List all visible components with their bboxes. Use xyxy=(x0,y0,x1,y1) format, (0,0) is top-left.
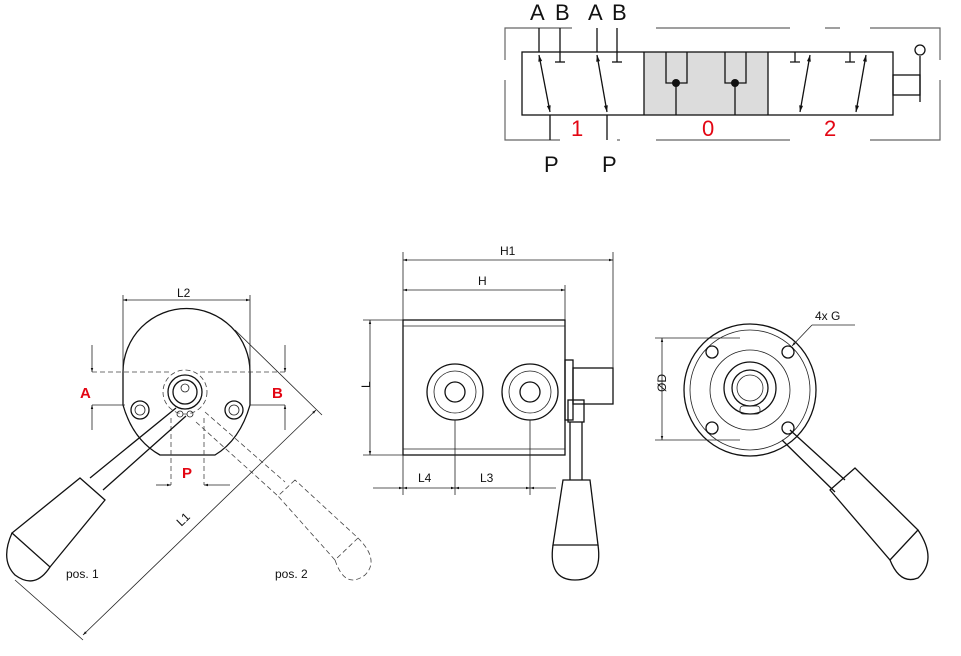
port-label: A xyxy=(530,0,545,25)
port-label: P xyxy=(602,152,617,177)
side-view: H1 H L L4 L3 xyxy=(359,244,614,581)
dim-h1: H1 xyxy=(500,244,516,258)
dim-l2: L2 xyxy=(177,286,191,300)
dim-l: L xyxy=(359,381,373,388)
port-p-label: P xyxy=(182,465,192,482)
dim-l4: L4 xyxy=(418,471,432,485)
port-a-label: A xyxy=(80,385,91,402)
hydraulic-symbol: A B A B P P 1 0 2 xyxy=(504,0,941,177)
dim-l3: L3 xyxy=(480,471,494,485)
pos1-label: pos. 1 xyxy=(66,567,99,581)
port-label: B xyxy=(555,0,570,25)
position-label: 0 xyxy=(702,116,714,141)
dim-l1: L1 xyxy=(174,510,194,530)
dim-diameter: ØD xyxy=(655,374,669,392)
port-b-label: B xyxy=(272,385,283,402)
port-label: B xyxy=(612,0,627,25)
lever-actuator-icon xyxy=(892,74,921,96)
front-view: L2 A B P pos. 1 pos. 2 L1 xyxy=(6,286,372,641)
position-label: 2 xyxy=(824,116,836,141)
rear-view: ØD 4x G xyxy=(655,309,929,581)
port-label: P xyxy=(544,152,559,177)
port-label: A xyxy=(588,0,603,25)
holes-label: 4x G xyxy=(815,309,840,323)
pos2-label: pos. 2 xyxy=(275,567,308,581)
dim-h: H xyxy=(478,274,487,288)
position-label: 1 xyxy=(571,116,583,141)
